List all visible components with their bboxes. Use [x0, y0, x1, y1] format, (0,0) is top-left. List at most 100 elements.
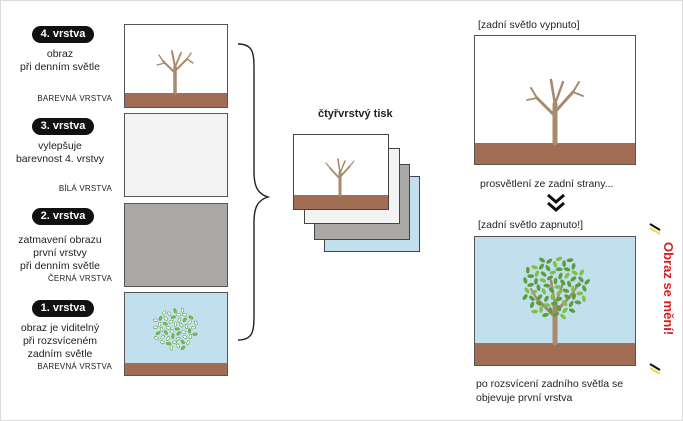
leaf — [166, 336, 170, 341]
leaf — [536, 294, 543, 300]
grouping-brace — [237, 43, 270, 341]
leaf — [173, 308, 177, 314]
layer-4-panel — [124, 24, 228, 108]
leaf — [571, 285, 575, 293]
leaf — [564, 294, 571, 300]
leaf — [555, 267, 563, 272]
leaf — [531, 309, 539, 314]
leaf — [179, 322, 184, 328]
backlight-off-label: [zadní světlo vypnuto] — [478, 19, 580, 31]
leaf — [548, 307, 553, 314]
leaf — [180, 307, 184, 313]
backlight-on-label: [zadní světlo zapnuto!] — [478, 219, 584, 231]
leaf — [538, 263, 545, 270]
leaf — [152, 318, 158, 322]
leaf — [160, 335, 165, 340]
leaf — [182, 317, 187, 323]
leaf-canopy — [522, 256, 590, 320]
leaf — [188, 334, 192, 340]
leaf — [152, 325, 158, 329]
leaf — [578, 276, 584, 283]
accent-tick-top-black — [649, 223, 661, 231]
leaf — [174, 327, 180, 331]
leaf — [558, 272, 563, 280]
leaf — [539, 306, 543, 313]
leaf — [180, 339, 185, 345]
leaf — [572, 293, 576, 300]
stack-title: čtyřvrstvý tisk — [318, 108, 393, 120]
leaf — [536, 284, 541, 291]
leaf — [546, 275, 554, 281]
leaf — [182, 313, 188, 317]
leaf — [544, 295, 549, 302]
leaf — [584, 279, 590, 285]
backlight-on-panel — [474, 236, 636, 366]
leaf — [168, 319, 174, 324]
leaf — [530, 289, 537, 295]
stack-front-tree — [294, 158, 388, 209]
leaf — [191, 325, 196, 330]
leaf — [574, 283, 582, 288]
leaf — [534, 270, 540, 277]
accent-tick-bottom-black — [649, 363, 661, 371]
leaf — [182, 335, 188, 339]
leaf — [548, 287, 555, 293]
leaf — [527, 282, 534, 287]
leaf — [525, 266, 530, 274]
leaf — [540, 271, 547, 277]
layer-1-badge: 1. vrstva — [32, 300, 94, 317]
leaf — [162, 310, 167, 315]
leaf — [549, 270, 557, 275]
leaf — [552, 312, 560, 317]
leaf — [566, 258, 574, 263]
leaf — [556, 290, 563, 296]
leaf — [542, 313, 549, 317]
stack-sheet-front — [293, 134, 389, 210]
layer-3-type: BÍLÁ VRSTVA — [58, 184, 112, 193]
leaf — [173, 321, 177, 327]
leaf — [539, 257, 546, 263]
accent-tick-bottom-yellow — [649, 367, 661, 374]
daylight-tree-image — [125, 25, 227, 107]
leaf — [175, 337, 181, 341]
leaf — [568, 300, 574, 308]
leaf — [571, 270, 578, 276]
leaf — [529, 301, 535, 309]
leaf — [193, 320, 198, 326]
layer-3-panel — [124, 113, 228, 197]
leaf — [539, 278, 547, 283]
leaf — [562, 260, 566, 267]
image-changes-callout: Obraz se mění! — [649, 223, 674, 374]
leaf — [550, 292, 555, 300]
leaf — [541, 288, 547, 295]
leaf — [158, 315, 163, 321]
leaf — [527, 274, 535, 278]
layer-3-description: vylepšuje barevnost 4. vrstvy — [15, 140, 105, 165]
leaf — [165, 326, 171, 330]
leaf — [181, 345, 186, 350]
leaf — [543, 283, 551, 288]
leaf — [534, 277, 538, 285]
leaf — [162, 321, 168, 326]
leaf — [522, 294, 528, 301]
backlight-on-caption: po rozsvícení zadního světla se objevuje… — [476, 378, 624, 404]
leaf — [546, 258, 553, 264]
leaf — [163, 316, 168, 321]
leaf — [166, 342, 172, 346]
leaf — [169, 345, 173, 351]
mini-leaf-cluster — [152, 307, 198, 351]
leaf — [574, 300, 582, 305]
leaf — [553, 261, 558, 268]
leaf — [543, 303, 551, 308]
leaf — [567, 280, 572, 288]
leaf — [164, 330, 168, 335]
leaf — [154, 336, 159, 341]
leaf — [554, 285, 562, 289]
leaf — [529, 295, 535, 301]
leaf — [181, 330, 187, 334]
daylight-tree-large — [475, 36, 635, 164]
layer-1-description: obraz je viditelný při rozsvíceném zadní… — [20, 322, 100, 360]
leaf — [524, 287, 530, 294]
image-changes-text: Obraz se mění! — [661, 242, 674, 335]
leaf — [531, 265, 538, 270]
